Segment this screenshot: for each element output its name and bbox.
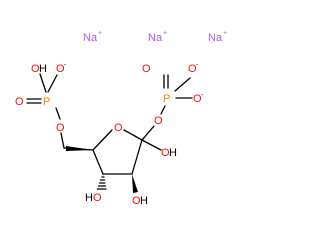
wedge-c3-oh — [132, 174, 138, 193]
right-phosphorus: P — [163, 93, 170, 105]
right-top-charge: - — [196, 62, 199, 69]
ring-oxygen: O — [114, 122, 123, 134]
bonds — [26, 73, 193, 175]
sodium-ion-1-charge: + — [98, 30, 102, 37]
left-ominus-oxygen: O — [56, 63, 65, 75]
c4-hydroxyl-oxygen: O — [93, 192, 102, 204]
sodium-ion-1: Na — [83, 32, 98, 44]
c4-hydroxyl-hydrogen: H — [85, 192, 93, 204]
left-double-oxygen: O — [15, 96, 24, 108]
sodium-ion-3: Na — [208, 32, 223, 44]
c3-hydroxyl-oxygen: O — [132, 195, 141, 207]
wedge-c5-ch2 — [66, 146, 93, 151]
bond-c2-c3 — [131, 139, 143, 175]
right-ominus-charge: - — [201, 92, 204, 99]
bond-c2-oh — [141, 139, 162, 151]
bond-p-ominus-left — [47, 74, 58, 93]
right-double-oxygen: O — [142, 63, 151, 75]
bond-p-otop-right — [174, 77, 191, 92]
right-ominus-oxygen: O — [193, 93, 202, 105]
left-oh-hydrogen: H — [39, 63, 47, 75]
left-ominus-charge: - — [64, 62, 67, 69]
sodium-ion-2: Na — [148, 32, 163, 44]
left-bridge-oxygen: O — [56, 122, 65, 134]
bond-oring-c2 — [123, 129, 143, 141]
bond-p-oh-left — [39, 73, 47, 93]
left-oh-oxygen: O — [31, 63, 40, 75]
left-phosphorus: P — [43, 96, 50, 108]
c2-hydroxyl-hydrogen: H — [169, 147, 177, 159]
bond-c5-oring — [92, 129, 113, 151]
sodium-ion-2-charge: + — [163, 30, 167, 37]
sodium-ions: Na + Na + Na + — [83, 30, 227, 44]
right-phosphate: O O - P O - O — [142, 62, 204, 127]
bond-obridge-ch2-left — [60, 132, 65, 149]
c3-hydroxyl-hydrogen: H — [140, 195, 148, 207]
hash-c4-oh — [96, 176, 107, 190]
c2-hydroxyl-oxygen: O — [161, 147, 170, 159]
left-phosphate: O H O - P O O — [15, 62, 67, 134]
chemical-structure: Na + Na + Na + O H O - P O O O O - P O -… — [15, 30, 227, 207]
right-top-oxygen: O — [188, 63, 197, 75]
stereo-bonds — [66, 146, 138, 193]
right-bridge-oxygen: O — [154, 115, 163, 127]
bond-p-obridge-left — [55, 107, 61, 120]
bond-c4-c5 — [92, 149, 104, 175]
ring-atoms: O O H H O O H — [85, 122, 177, 207]
sodium-ion-3-charge: + — [223, 30, 227, 37]
bond-p-obridge-right — [160, 105, 166, 115]
